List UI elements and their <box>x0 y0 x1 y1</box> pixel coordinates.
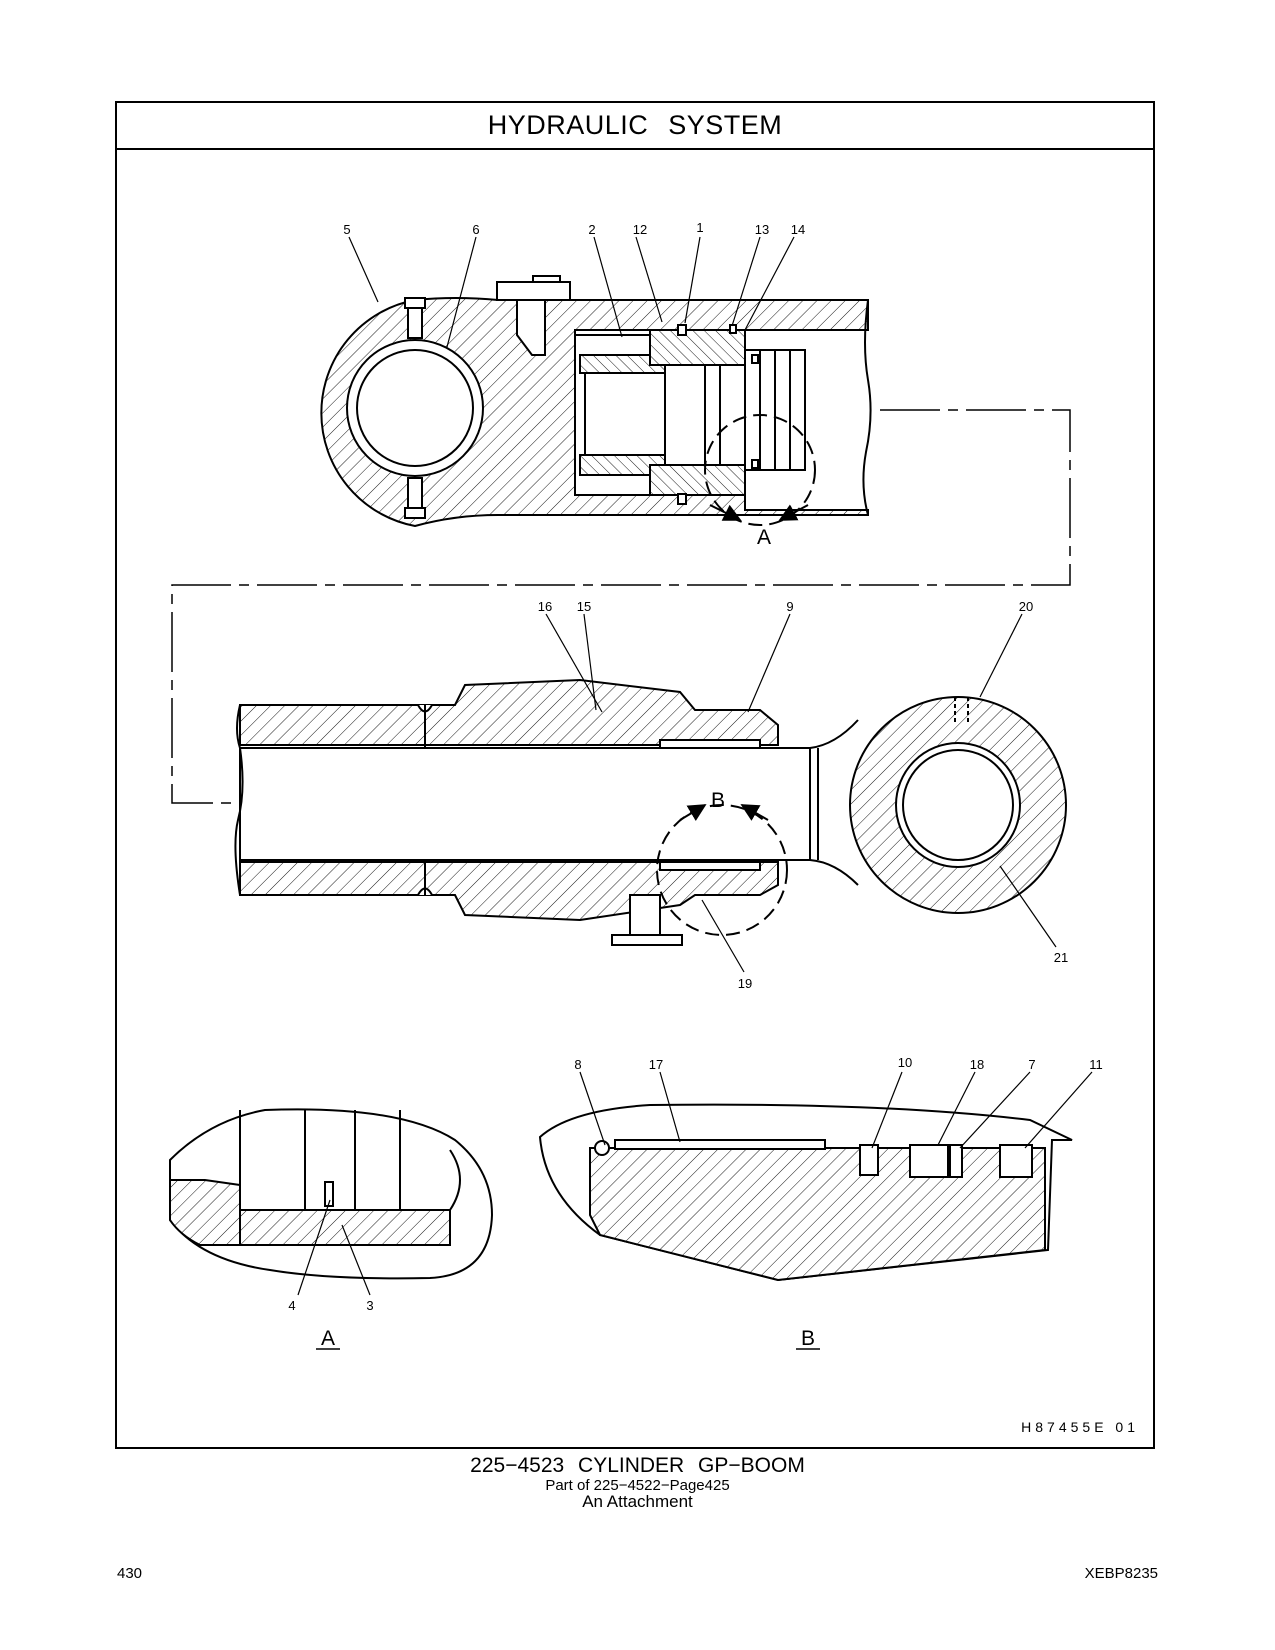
callout-labels: 5 6 2 12 1 13 14 16 15 9 20 19 21 8 17 1… <box>288 220 1102 1313</box>
detail-view-a <box>169 1108 494 1280</box>
callout-8: 8 <box>574 1057 581 1072</box>
head-end-section <box>320 275 872 528</box>
caption-part-title: 225−4523 CYLINDER GP−BOOM <box>470 1454 805 1477</box>
detail-view-b <box>538 1103 1073 1282</box>
callout-11: 11 <box>1089 1057 1103 1072</box>
leader-lines <box>297 236 1093 1296</box>
callout-20: 20 <box>1019 599 1033 614</box>
callout-13: 13 <box>755 222 769 237</box>
diagram-frame: HYDRAULIC SYSTEM H87455E 01 <box>115 101 1155 1449</box>
callout-7: 7 <box>1028 1057 1035 1072</box>
callout-19: 19 <box>738 976 752 991</box>
callout-16: 16 <box>538 599 552 614</box>
callout-6: 6 <box>472 222 479 237</box>
callout-10: 10 <box>898 1055 912 1070</box>
caption-attachment: An Attachment <box>582 1492 693 1511</box>
callout-18: 18 <box>970 1057 984 1072</box>
callout-1: 1 <box>696 220 703 235</box>
view-a-label: A <box>321 1327 335 1350</box>
callout-9: 9 <box>786 599 793 614</box>
callout-21: 21 <box>1054 950 1068 965</box>
document-id: XEBP8235 <box>1084 1565 1158 1582</box>
callout-14: 14 <box>791 222 805 237</box>
detail-a-circle <box>704 414 816 526</box>
callout-4: 4 <box>288 1298 295 1313</box>
view-b-label: B <box>801 1327 815 1350</box>
detail-a-marker: A <box>757 526 771 549</box>
connection-centerline <box>171 409 1071 804</box>
callout-2: 2 <box>588 222 595 237</box>
title-bar: HYDRAULIC SYSTEM <box>117 103 1153 150</box>
detail-b-marker: B <box>711 789 725 812</box>
callout-15: 15 <box>577 599 591 614</box>
figure-code: H87455E 01 <box>1021 1419 1139 1435</box>
detail-b-circle <box>656 804 788 936</box>
callout-5: 5 <box>343 222 350 237</box>
rod-end-section <box>234 678 1067 946</box>
page-number: 430 <box>117 1565 143 1582</box>
callout-17: 17 <box>649 1057 663 1072</box>
caption-part-of: Part of 225−4522−Page425 <box>545 1477 730 1494</box>
callout-12: 12 <box>633 222 647 237</box>
callout-3: 3 <box>366 1298 373 1313</box>
page-title: HYDRAULIC SYSTEM <box>487 110 783 140</box>
